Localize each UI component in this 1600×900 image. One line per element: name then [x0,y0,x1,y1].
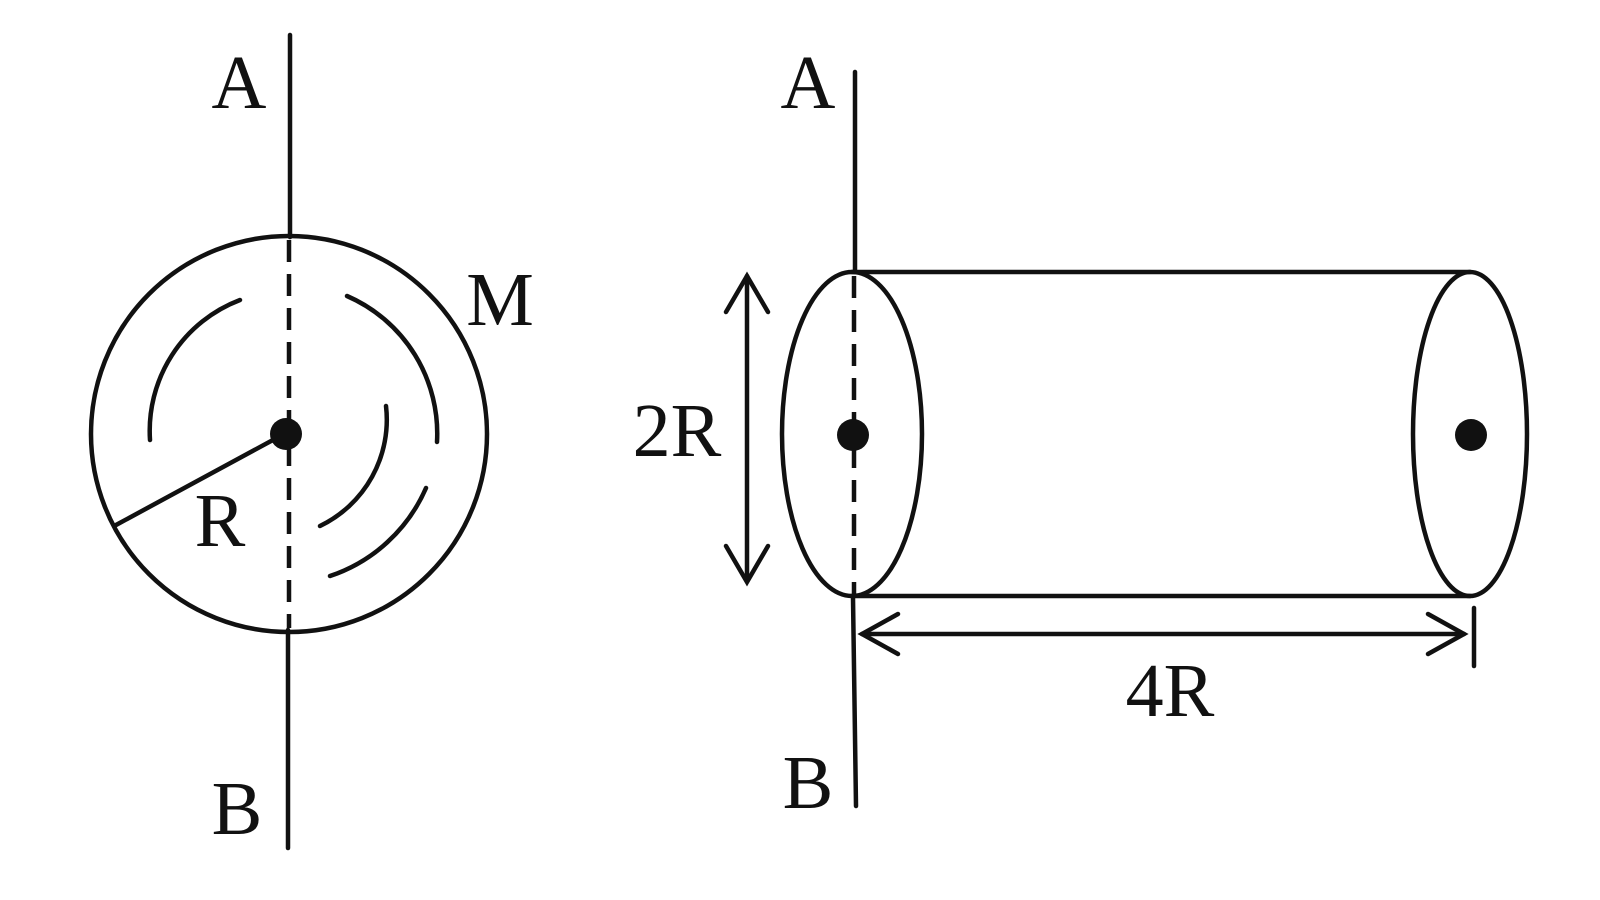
diameter-label: 2R [633,389,722,473]
disc-label-a: A [212,41,267,125]
length-arrow [857,605,1477,669]
length-label: 4R [1126,649,1215,733]
disc-outline [88,233,490,635]
rotation-arc-right-mid [317,403,389,529]
disc-label-m: M [466,258,534,342]
disc-label-r: R [195,479,246,563]
cylinder-left-center-dot [837,419,869,451]
disc-center-dot [270,418,302,450]
disc-label-b: B [212,767,263,851]
cylinder-right-center-dot [1455,419,1487,451]
disc-figure: A B M R [88,32,534,851]
rotation-arc-left [147,297,243,443]
radius-line [113,431,287,528]
diameter-arrow [723,271,771,587]
cylinder-label-b: B [783,741,834,825]
cylinder-figure: A B 2R 4R [633,41,1530,825]
cylinder-label-a: A [781,41,836,125]
rotation-arc-right-outer [344,293,440,445]
rotation-arc-right-inner [327,485,429,579]
cylinder-axis-bottom [850,595,859,809]
